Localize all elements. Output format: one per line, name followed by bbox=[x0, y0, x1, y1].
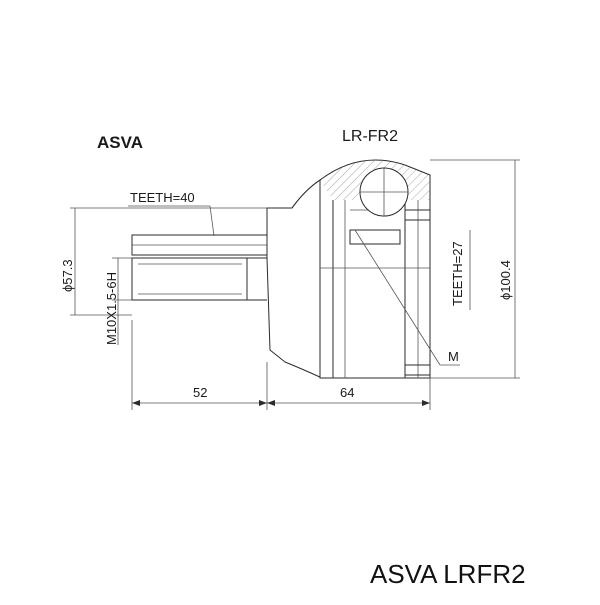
product-caption: ASVA LRFR2 bbox=[370, 559, 526, 589]
joint-housing bbox=[319, 159, 431, 379]
length-dimensions bbox=[131, 320, 431, 410]
model-label: LR-FR2 bbox=[342, 128, 398, 145]
threaded-stub bbox=[131, 257, 267, 301]
length-body-label: 64 bbox=[340, 385, 354, 400]
teeth40-pointer bbox=[209, 205, 215, 237]
joint-neck bbox=[266, 179, 323, 379]
brand-label: ASVA bbox=[97, 133, 143, 152]
teeth-outer-label: TEETH=40 bbox=[130, 190, 195, 205]
diameter-body-label: ϕ100.4 bbox=[498, 260, 513, 300]
diameter-shaft-label: ϕ57.3 bbox=[60, 259, 75, 292]
m-leader bbox=[354, 229, 441, 366]
left-dimensions bbox=[70, 207, 267, 345]
teeth-inner-label: TEETH=27 bbox=[450, 241, 465, 306]
thread-label: M10X1.5-6H bbox=[104, 272, 119, 345]
right-dimensions bbox=[430, 159, 520, 379]
marker-m-label: M bbox=[448, 349, 459, 364]
splined-shaft bbox=[131, 234, 268, 256]
length-shaft-label: 52 bbox=[193, 385, 207, 400]
